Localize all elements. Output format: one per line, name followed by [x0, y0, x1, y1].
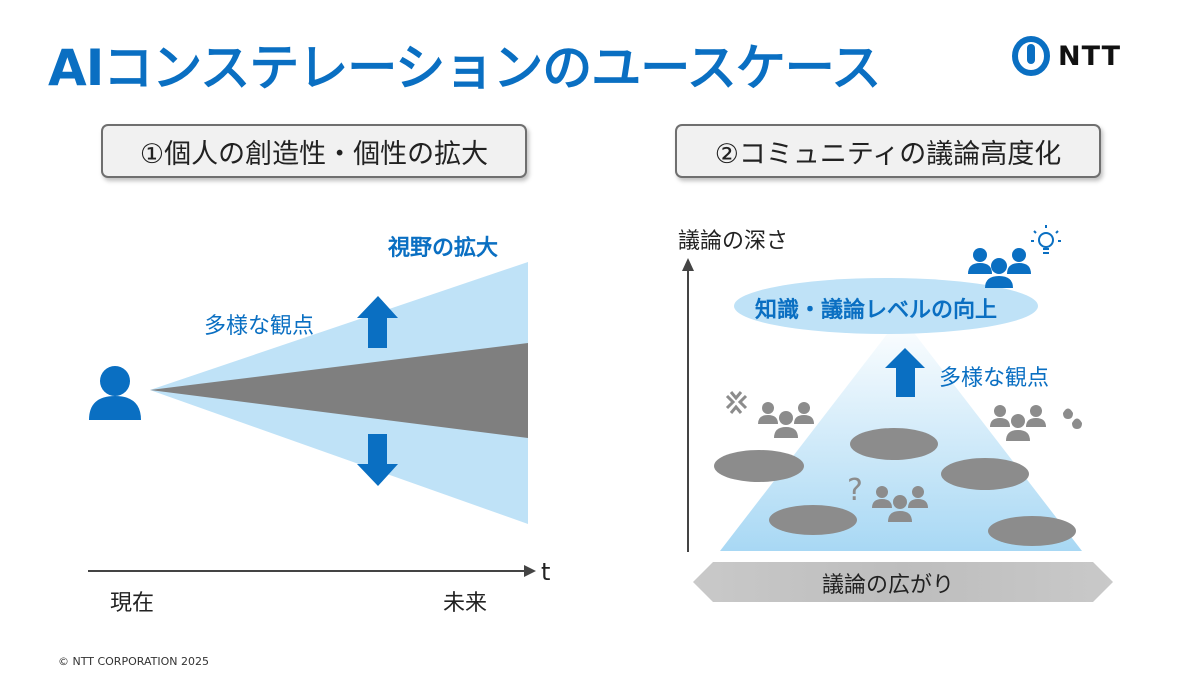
discussion-ellipses	[714, 428, 1076, 546]
page-title: AIコンステレーションのユースケース	[48, 39, 881, 97]
section-heading-right: ②コミュニティの議論高度化	[675, 124, 1101, 178]
depth-axis-arrowhead	[682, 258, 694, 271]
section-heading-left: ①個人の創造性・個性の拡大	[101, 124, 527, 178]
lightbulb-icon	[1031, 225, 1061, 254]
ntt-logo-icon	[1012, 36, 1050, 76]
angry-icon	[725, 391, 748, 414]
group-icon	[968, 248, 1031, 288]
sweat-icon	[1063, 408, 1082, 429]
label-vision-expansion: 視野の拡大	[388, 236, 499, 261]
group-icon	[758, 402, 814, 438]
arrow-down-icon	[357, 434, 398, 486]
axis-label-t: t	[541, 558, 551, 586]
label-diverse-perspectives-right: 多様な観点	[939, 366, 1050, 391]
arrow-up-icon	[357, 296, 398, 348]
logo-text: NTT	[1058, 40, 1122, 72]
question-icon: ?	[847, 473, 863, 508]
copyright: © NTT CORPORATION 2025	[58, 655, 209, 668]
breadth-bar	[693, 562, 1113, 602]
axis-label-depth: 議論の深さ	[678, 229, 789, 254]
arrow-up-icon	[885, 348, 925, 397]
label-discussion-breadth: 議論の広がり	[822, 573, 955, 598]
label-future: 未来	[443, 591, 488, 616]
discussion-ellipse	[769, 505, 857, 535]
ntt-logo: NTT	[1012, 36, 1121, 76]
discussion-ellipse	[941, 458, 1029, 490]
group-icon	[990, 405, 1046, 441]
level-ellipse	[734, 278, 1038, 334]
group-icon	[872, 486, 928, 522]
person-icon	[89, 366, 141, 420]
discussion-ellipse	[988, 516, 1076, 546]
discussion-ellipse	[850, 428, 938, 460]
label-knowledge-level: 知識・議論レベルの向上	[755, 298, 998, 323]
label-diverse-perspectives-left: 多様な観点	[204, 314, 315, 339]
time-axis-arrowhead	[524, 565, 536, 577]
discussion-ellipse	[714, 450, 804, 482]
focus-wedge	[150, 343, 528, 438]
label-now: 現在	[110, 591, 155, 616]
